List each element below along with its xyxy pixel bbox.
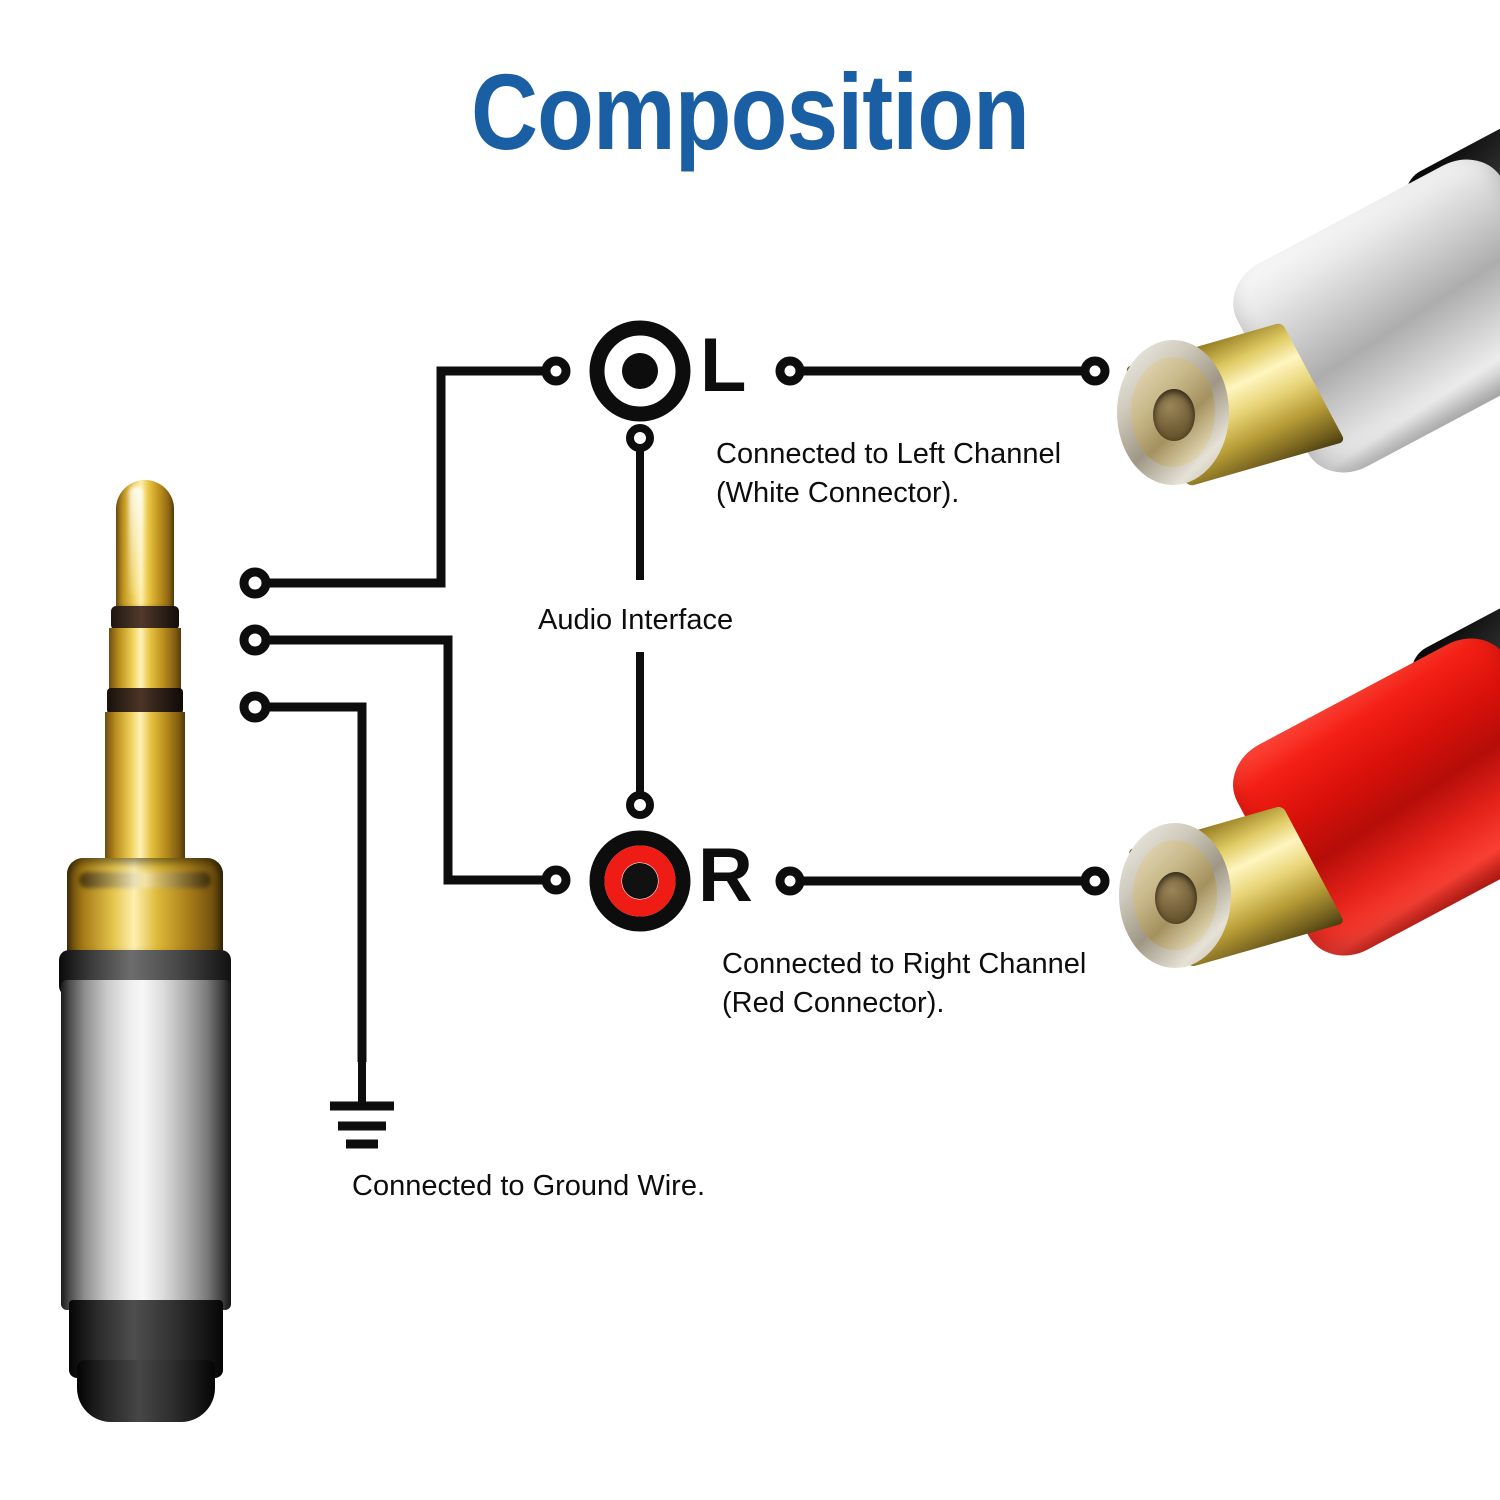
ground-wire-caption: Connected to Ground Wire. [352,1170,706,1202]
node-interface-top [626,424,654,452]
right-channel-letter: R [698,833,753,918]
plug-metal-barrel [61,980,231,1310]
plug-insulator-ring-2 [107,688,183,714]
node-interface-bottom [626,791,654,819]
left-channel-letter: L [700,323,747,408]
rca-red-socket-hole [1155,872,1197,924]
node-left-output [775,356,805,386]
node-right-input [541,865,571,895]
rca-connector-white [1095,105,1500,565]
rca-connector-red [1095,584,1500,1045]
audio-interface-label: Audio Interface [538,604,734,636]
plug-collar-ridge [79,872,211,888]
left-channel-caption: Connected to Left Channel (White Connect… [716,438,1062,509]
page-title: Composition [470,51,1030,172]
plug-insulator-ring-1 [111,606,179,630]
trs-plug-35mm [45,480,265,1422]
node-left-input [541,356,571,386]
node-right-output [775,866,805,896]
wire-ring-to-right [266,635,545,885]
right-channel-caption: Connected to Right Channel (Red Connecto… [722,948,1087,1019]
plug-ring-contact [109,628,181,690]
plug-tip-highlight [129,486,143,596]
wire-sleeve-to-ground [266,702,367,1062]
wire-tip-to-left [266,366,545,588]
right-channel-symbol [589,830,691,932]
plug-tip-contact [116,480,174,612]
plug-sleeve-contact [105,712,185,872]
left-channel-symbol [589,320,691,422]
plug-cable-boot [77,1360,215,1422]
rca-white-socket-hole [1153,389,1195,441]
earth-ground-icon [330,1062,394,1149]
